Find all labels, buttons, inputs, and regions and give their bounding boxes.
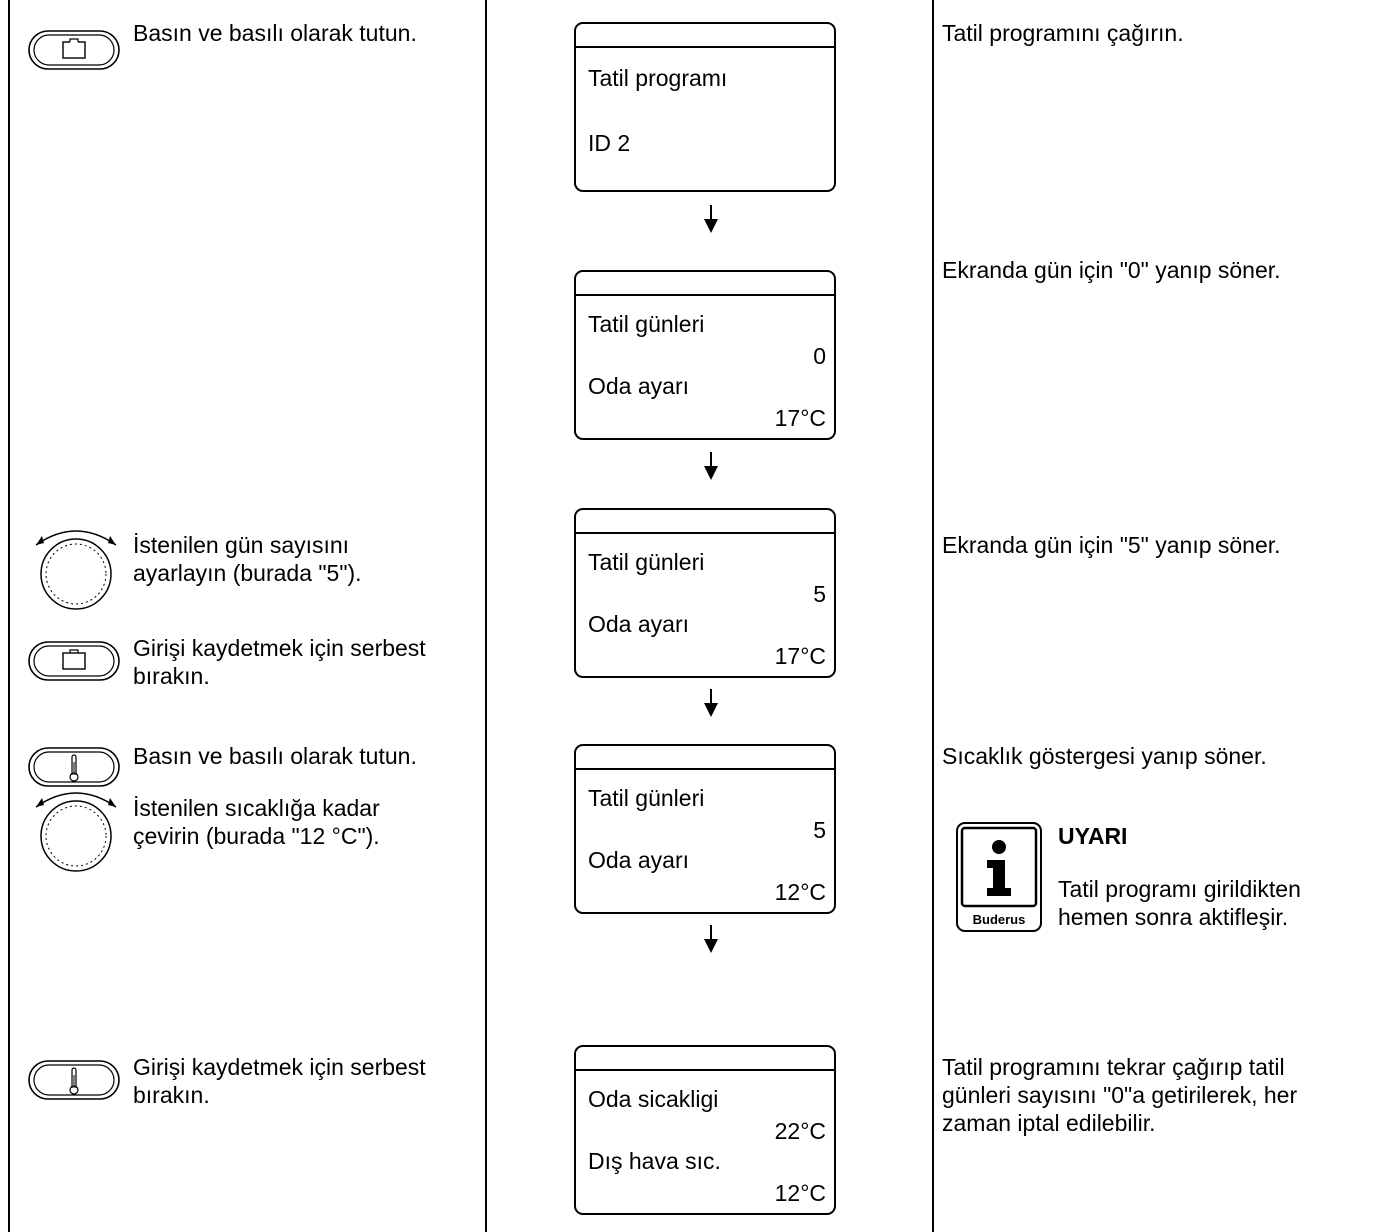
lcd-line1: Tatil günleri	[588, 311, 705, 337]
note-4: Sıcaklık göstergesi yanıp söner.	[942, 743, 1267, 769]
lcd-display-4: Tatil günleri 5 Oda ayarı 12°C	[574, 744, 836, 914]
button-rect-icon	[28, 641, 120, 681]
lcd-value2: 17°C	[774, 643, 826, 669]
lcd-line2: Oda ayarı	[588, 847, 689, 873]
lcd-line2: Oda ayarı	[588, 611, 689, 637]
lcd-line2: ID 2	[588, 130, 631, 156]
note-1: Tatil programını çağırın.	[942, 20, 1184, 46]
lcd-line1: Oda sicakligi	[588, 1086, 719, 1112]
lcd-header-bar	[576, 46, 834, 48]
step-6-text: Girişi kaydetmek için serbest bırakın.	[133, 1054, 426, 1108]
lcd-header-bar	[576, 1069, 834, 1071]
lcd-line2: Dış hava sıc.	[588, 1148, 721, 1174]
lcd-line1: Tatil günleri	[588, 549, 705, 575]
lcd-line1: Tatil günleri	[588, 785, 705, 811]
note-2: Ekranda gün için "0" yanıp söner.	[942, 257, 1281, 283]
lcd-value2: 17°C	[774, 405, 826, 431]
rotary-knob-icon	[35, 792, 117, 872]
lcd-display-1: Tatil programı ID 2	[574, 22, 836, 192]
lcd-display-3: Tatil günleri 5 Oda ayarı 17°C	[574, 508, 836, 678]
lcd-value1: 22°C	[774, 1118, 826, 1144]
info-icon: Buderus	[956, 822, 1042, 932]
button-rect-icon	[28, 30, 120, 70]
button-thermometer-icon	[28, 1060, 120, 1100]
column-divider-2	[932, 0, 934, 1232]
step-1-text: Basın ve basılı olarak tutun.	[133, 20, 417, 46]
arrow-down-icon	[704, 689, 718, 717]
lcd-header-bar	[576, 294, 834, 296]
step-3-text: Girişi kaydetmek için serbest bırakın.	[133, 635, 426, 689]
lcd-value2: 12°C	[774, 879, 826, 905]
lcd-line1: Tatil programı	[588, 65, 728, 91]
arrow-down-icon	[704, 452, 718, 480]
note-3: Ekranda gün için "5" yanıp söner.	[942, 532, 1281, 558]
arrow-down-icon	[704, 925, 718, 953]
arrow-down-icon	[704, 205, 718, 233]
lcd-value1: 5	[813, 817, 826, 843]
lcd-value1: 5	[813, 581, 826, 607]
step-5-text: İstenilen sıcaklığa kadar çevirin (burad…	[133, 795, 380, 849]
step-2-text: İstenilen gün sayısını ayarlayın (burada…	[133, 532, 362, 586]
lcd-display-2: Tatil günleri 0 Oda ayarı 17°C	[574, 270, 836, 440]
lcd-line2: Oda ayarı	[588, 373, 689, 399]
buderus-logo-text: Buderus	[973, 912, 1026, 927]
lcd-value2: 12°C	[774, 1180, 826, 1206]
info-title: UYARI	[1058, 823, 1128, 849]
info-text: Tatil programı girildikten hemen sonra a…	[1058, 876, 1301, 930]
left-border-line	[8, 0, 10, 1232]
column-divider-1	[485, 0, 487, 1232]
lcd-header-bar	[576, 768, 834, 770]
lcd-value1: 0	[813, 343, 826, 369]
note-5: Tatil programını tekrar çağırıp tatil gü…	[942, 1054, 1298, 1136]
button-thermometer-icon	[28, 747, 120, 787]
lcd-display-5: Oda sicakligi 22°C Dış hava sıc. 12°C	[574, 1045, 836, 1215]
lcd-header-bar	[576, 532, 834, 534]
rotary-knob-icon	[35, 530, 117, 610]
step-4-text: Basın ve basılı olarak tutun.	[133, 743, 417, 769]
